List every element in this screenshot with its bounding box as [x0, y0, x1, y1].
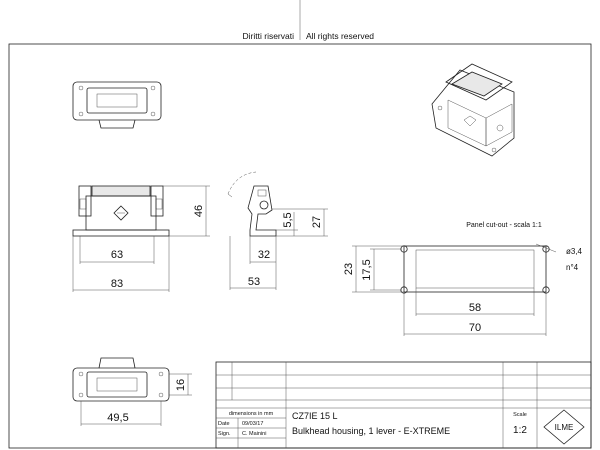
tb-sign-value: C. Mainini — [242, 431, 266, 437]
dim-front-outer-width: 83 — [111, 278, 123, 290]
header: Diritti riservati All rights reserved — [243, 0, 374, 41]
dim-side-inner: 32 — [258, 249, 270, 261]
cutout-height-outer: 23 — [343, 263, 355, 275]
rights-english: All rights reserved — [306, 31, 374, 41]
panel-cutout: Panel cut-out - scala 1:1 ø3,4 n°4 23 17… — [343, 222, 583, 336]
rights-italian: Diritti riservati — [243, 31, 295, 41]
cutout-opening — [415, 249, 535, 289]
tb-scale-label: Scale — [513, 412, 527, 418]
dim-bottom-height: 16 — [175, 379, 187, 391]
side-view: 5,5 27 32 53 — [227, 171, 328, 290]
tb-scale-value: 1:2 — [513, 425, 527, 436]
dim-side-outer: 53 — [248, 276, 260, 288]
top-view — [72, 81, 162, 129]
dim-front-inner-width: 63 — [111, 249, 123, 261]
dim-front-height: 46 — [193, 205, 205, 217]
isometric-view — [431, 63, 515, 157]
bottom-view: 16 49,5 — [72, 357, 192, 426]
ilme-logo: ILME — [543, 409, 585, 445]
title-block: dimensions in mm Date 09/03/17 Sign. C. … — [215, 361, 592, 449]
tb-date-label: Date — [218, 421, 230, 427]
tb-dimensions-note: dimensions in mm — [229, 411, 274, 417]
tb-description: Bulkhead housing, 1 lever - E-XTREME — [292, 426, 450, 436]
cutout-width-inner: 58 — [469, 302, 481, 314]
tb-date-value: 09/03/17 — [242, 421, 263, 427]
dim-side-small-height: 5,5 — [282, 212, 294, 227]
cutout-hole-count: n°4 — [566, 263, 579, 272]
cutout-height-inner: 17,5 — [361, 259, 373, 280]
svg-text:ILME: ILME — [555, 423, 574, 432]
cutout-hole-diameter: ø3,4 — [566, 247, 583, 256]
cutout-width-outer: 70 — [469, 322, 481, 334]
tb-sign-label: Sign. — [218, 431, 231, 437]
dim-bottom-width: 49,5 — [107, 412, 128, 424]
dim-side-height: 27 — [311, 216, 323, 228]
front-view: 63 83 46 — [72, 185, 210, 292]
tb-code: CZ7IE 15 L — [292, 411, 338, 421]
cutout-title: Panel cut-out - scala 1:1 — [466, 222, 542, 229]
